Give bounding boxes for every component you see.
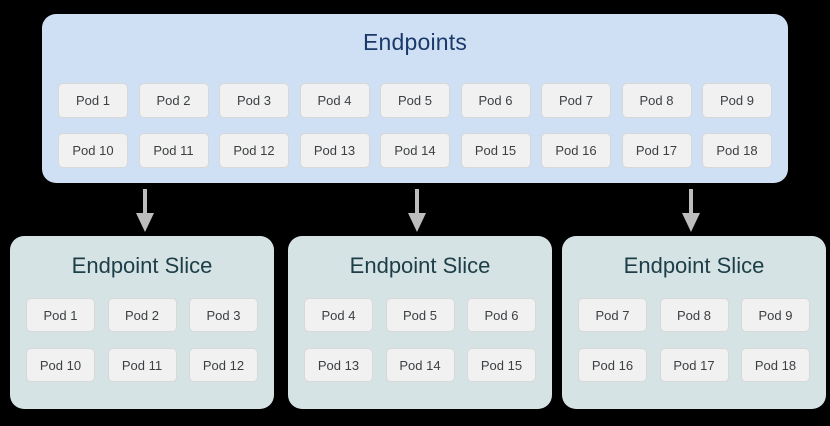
- pod-chip: Pod 11: [107, 348, 177, 382]
- pod-chip: Pod 4: [304, 298, 373, 332]
- pod-chip: Pod 1: [26, 298, 95, 332]
- pod-chip: Pod 18: [702, 133, 772, 168]
- endpoint-slice-title: Endpoint Slice: [623, 253, 765, 278]
- pod-chip: Pod 10: [26, 348, 95, 382]
- slice-pod-row-2: Pod 13 Pod 14 Pod 15: [304, 348, 536, 382]
- pod-chip: Pod 5: [385, 298, 455, 332]
- slice-pod-row-2: Pod 10 Pod 11 Pod 12: [26, 348, 258, 382]
- pod-chip: Pod 17: [659, 348, 729, 382]
- arrow-down-icon: [132, 189, 158, 232]
- pod-chip: Pod 12: [189, 348, 258, 382]
- endpoint-slice-container-3: Endpoint Slice Pod 7 Pod 8 Pod 9 Pod 16 …: [562, 236, 826, 409]
- pod-chip: Pod 7: [541, 83, 611, 118]
- pod-chip: Pod 7: [578, 298, 647, 332]
- pod-chip: Pod 12: [219, 133, 289, 168]
- slice-pod-row-1: Pod 4 Pod 5 Pod 6: [304, 298, 536, 332]
- pod-chip: Pod 13: [299, 133, 370, 168]
- pod-chip: Pod 11: [138, 133, 209, 168]
- endpoint-slice-title: Endpoint Slice: [71, 253, 213, 278]
- pod-chip: Pod 16: [541, 133, 611, 168]
- pod-chip: Pod 5: [380, 83, 450, 118]
- endpoint-slice-container-2: Endpoint Slice Pod 4 Pod 5 Pod 6 Pod 13 …: [288, 236, 552, 409]
- endpoint-slice-title: Endpoint Slice: [349, 253, 491, 278]
- pod-chip: Pod 2: [138, 83, 209, 118]
- endpoints-title: Endpoints: [362, 29, 468, 55]
- pod-chip: Pod 14: [385, 348, 455, 382]
- pod-chip: Pod 9: [702, 83, 772, 118]
- endpoint-slice-container-1: Endpoint Slice Pod 1 Pod 2 Pod 3 Pod 10 …: [10, 236, 274, 409]
- pod-chip: Pod 17: [621, 133, 692, 168]
- slice-pod-row-2: Pod 16 Pod 17 Pod 18: [578, 348, 810, 382]
- pod-chip: Pod 14: [380, 133, 450, 168]
- pod-chip: Pod 8: [621, 83, 692, 118]
- pod-chip: Pod 18: [741, 348, 810, 382]
- pod-chip: Pod 3: [219, 83, 289, 118]
- slice-pod-row-1: Pod 1 Pod 2 Pod 3: [26, 298, 258, 332]
- pod-chip: Pod 4: [299, 83, 370, 118]
- pod-chip: Pod 1: [58, 83, 128, 118]
- pod-chip: Pod 16: [578, 348, 647, 382]
- pod-chip: Pod 6: [467, 298, 536, 332]
- pod-chip: Pod 15: [467, 348, 536, 382]
- arrow-down-icon: [404, 189, 430, 232]
- slice-pod-row-1: Pod 7 Pod 8 Pod 9: [578, 298, 810, 332]
- endpoints-container: Endpoints Pod 1 Pod 2 Pod 3 Pod 4 Pod 5 …: [42, 14, 788, 183]
- pod-chip: Pod 10: [58, 133, 128, 168]
- pod-chip: Pod 3: [189, 298, 258, 332]
- pod-chip: Pod 2: [107, 298, 177, 332]
- endpoints-pod-row-2: Pod 10 Pod 11 Pod 12 Pod 13 Pod 14 Pod 1…: [58, 133, 772, 168]
- pod-chip: Pod 15: [460, 133, 531, 168]
- pod-chip: Pod 13: [304, 348, 373, 382]
- endpoints-pod-row-1: Pod 1 Pod 2 Pod 3 Pod 4 Pod 5 Pod 6 Pod …: [58, 83, 772, 118]
- pod-chip: Pod 6: [460, 83, 531, 118]
- pod-chip: Pod 8: [659, 298, 729, 332]
- arrow-down-icon: [678, 189, 704, 232]
- pod-chip: Pod 9: [741, 298, 810, 332]
